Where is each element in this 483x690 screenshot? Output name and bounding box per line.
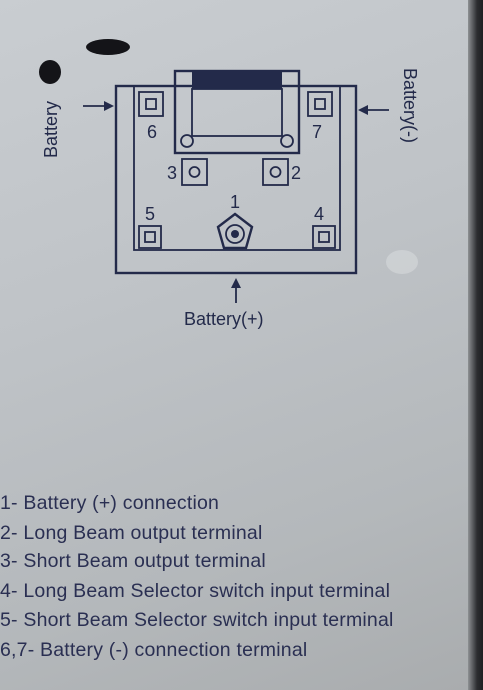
legend-item-4: 4- Long Beam Selector switch input termi… <box>0 580 391 602</box>
terminal-number-4: 4 <box>314 204 325 224</box>
right-arrow-head <box>358 105 368 115</box>
terminal-3-hole <box>188 166 201 178</box>
terminal-number-5: 5 <box>145 204 156 224</box>
terminal-1-ring <box>225 224 245 244</box>
terminal-7-inner <box>314 98 326 110</box>
terminal-number-1: 1 <box>230 192 241 212</box>
terminal-2-hole <box>269 166 282 178</box>
terminal-6-inner <box>145 98 157 110</box>
terminal-4 <box>312 225 336 249</box>
legend-item-1: 1- Battery (+) connection <box>0 492 220 514</box>
ink-stain-left <box>39 60 61 84</box>
terminal-7 <box>307 91 333 117</box>
card-edge-shadow <box>468 0 483 690</box>
terminal-5-inner <box>144 231 156 243</box>
battery-left-label: Battery <box>41 100 61 158</box>
faded-spot <box>386 250 418 274</box>
legend-item-3: 3- Short Beam output terminal <box>0 550 266 572</box>
ink-stain-top <box>86 39 130 55</box>
terminal-6 <box>138 91 164 117</box>
top-clamp-bar <box>192 72 282 89</box>
clamp-screw-right <box>280 134 294 148</box>
terminal-number-6: 6 <box>147 122 158 142</box>
terminal-1 <box>216 212 254 250</box>
terminal-number-2: 2 <box>291 163 302 183</box>
terminal-5 <box>138 225 162 249</box>
clamp-screw-left <box>180 134 194 148</box>
terminal-1-center <box>231 230 239 238</box>
legend-item-6: 6,7- Battery (-) connection terminal <box>0 639 308 661</box>
battery-right-label: Battery(-) <box>400 68 420 144</box>
terminal-number-3: 3 <box>167 163 178 183</box>
legend-item-5: 5- Short Beam Selector switch input term… <box>0 609 394 631</box>
printed-card <box>0 0 472 690</box>
outer-housing <box>114 84 358 275</box>
left-arrow-head <box>104 101 114 111</box>
top-clamp-window <box>191 88 283 137</box>
terminal-number-7: 7 <box>312 122 323 142</box>
top-clamp <box>173 69 301 155</box>
terminal-4-inner <box>318 231 330 243</box>
terminal-2 <box>262 158 289 186</box>
bottom-arrow-head <box>231 278 241 288</box>
terminal-3 <box>181 158 208 186</box>
legend-item-2: 2- Long Beam output terminal <box>0 522 263 544</box>
battery-bottom-label: Battery(+) <box>184 309 264 329</box>
